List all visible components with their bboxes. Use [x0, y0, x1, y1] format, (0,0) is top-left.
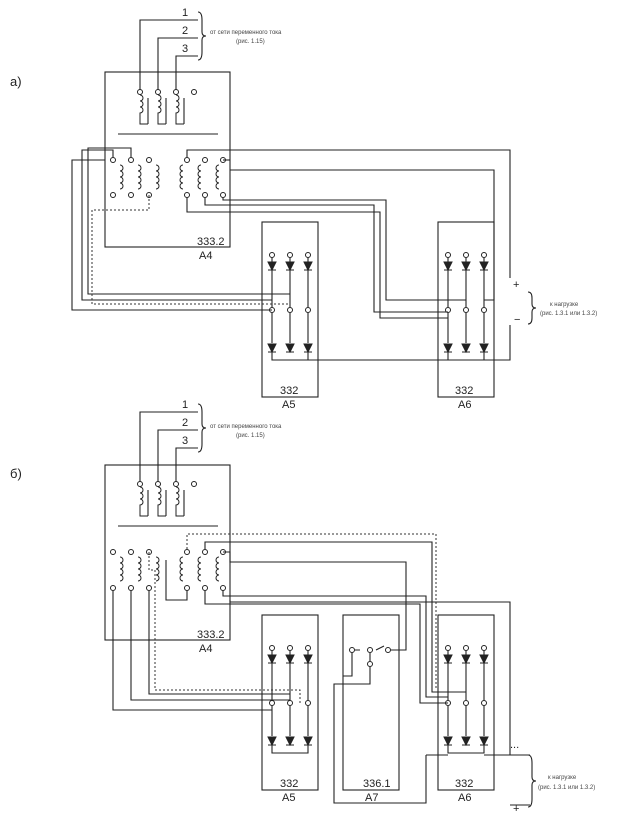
rectifier-2-ref: А6 [458, 792, 471, 804]
plus-terminal: + [513, 803, 519, 815]
rectifier-1-ref: А5 [282, 792, 295, 804]
rectifier-2-model: 332 [455, 778, 473, 790]
source-note: от сети переменного тока [210, 424, 282, 430]
transformer-ref: А4 [199, 250, 212, 262]
rectifier-1-model: 332 [280, 385, 298, 397]
transformer-ref: А4 [199, 643, 212, 655]
rectifier-a5: 332 А5 [261, 614, 319, 804]
part-b-label: б) [10, 466, 22, 481]
transformer-a4: 333.2 А4 [104, 464, 231, 655]
rectifier-1-ref: А5 [282, 399, 295, 411]
part-a-label: а) [10, 74, 22, 89]
rectifier-2-ref: А6 [458, 399, 471, 411]
input-label-3: 3 [182, 435, 188, 447]
source-note: от сети переменного тока [210, 30, 282, 36]
load-note: к нагрузке [548, 775, 577, 781]
load-ref: (рис. 1.3.1 или 1.3.2) [538, 785, 595, 791]
switch-ref: А7 [365, 792, 378, 804]
rectifier-1-model: 332 [280, 778, 298, 790]
minus-terminal: ... [510, 739, 519, 751]
input-label-3: 3 [182, 43, 188, 55]
schematic-b: б) 1 2 3 от сети переменного тока (рис. … [10, 399, 595, 815]
input-label-1: 1 [182, 399, 188, 411]
wiring-a: + − к нагрузке (рис. 1.3.1 или 1.3.2) [71, 147, 597, 361]
source-ref: (рис. 1.15) [236, 433, 265, 439]
rectifier-a6: 332 А6 [437, 614, 495, 804]
input-label-1: 1 [182, 7, 188, 19]
rectifier-a6: 332 А6 [437, 221, 495, 411]
switch-a7: 336.1 А7 [333, 614, 400, 804]
load-note: к нагрузке [550, 302, 579, 308]
rectifier-a5: 332 А5 [261, 221, 319, 411]
rectifier-2-model: 332 [455, 385, 473, 397]
switch-model: 336.1 [363, 778, 391, 790]
transformer-model: 333.2 [197, 629, 225, 641]
transformer-model: 333.2 [197, 236, 225, 248]
input-lines-a: 1 2 3 от сети переменного тока (рис. 1.1… [139, 7, 282, 92]
source-ref: (рис. 1.15) [236, 39, 265, 45]
plus-terminal: + [513, 279, 519, 291]
transformer-a4: 333.2 А4 [104, 71, 231, 262]
minus-terminal: − [514, 314, 520, 326]
load-ref: (рис. 1.3.1 или 1.3.2) [540, 311, 597, 317]
input-label-2: 2 [182, 25, 188, 37]
wiring-b: ... + к нагрузке (рис. 1.3.1 или 1.3.2) [112, 533, 595, 815]
input-label-2: 2 [182, 417, 188, 429]
schematic-a: а) 1 2 3 от сети переменного тока (рис. … [10, 7, 597, 411]
input-lines-b: 1 2 3 от сети переменного тока (рис. 1.1… [139, 399, 282, 484]
